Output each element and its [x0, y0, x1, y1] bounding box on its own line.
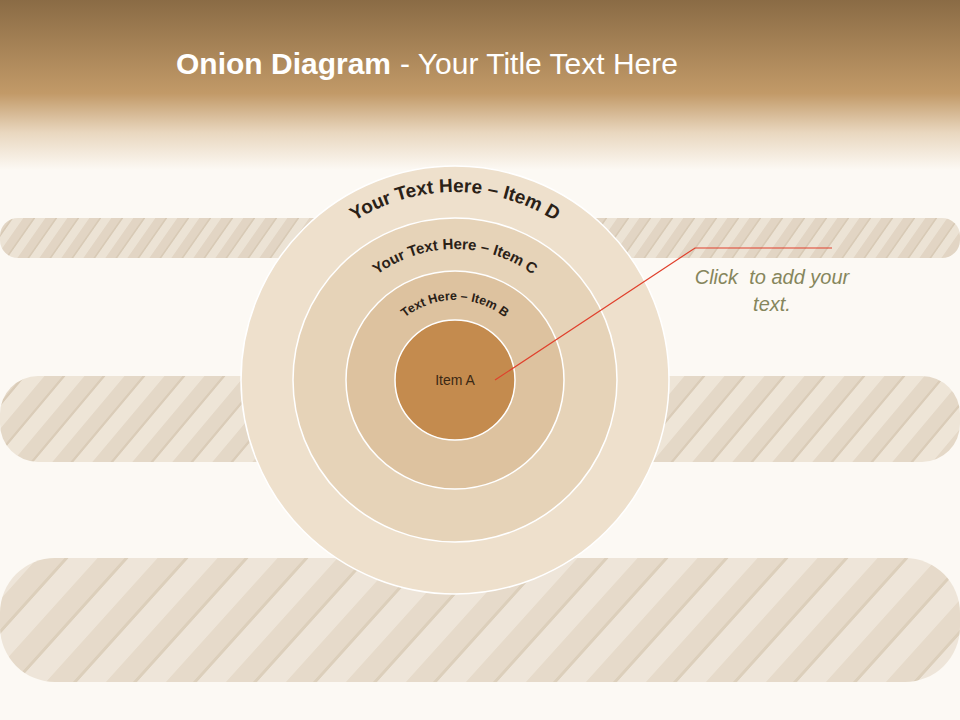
ring-label: Your Text Here – Item D	[346, 175, 564, 224]
title-subtext: - Your Title Text Here	[400, 47, 678, 80]
ring-circle	[293, 218, 617, 542]
ring-label: Text Here – Item B	[398, 289, 511, 320]
onion-ring: Your Text Here – Item CText Here – Item …	[292, 217, 618, 543]
leader-line	[495, 248, 832, 380]
onion-ring: Text Here – Item B Item A	[345, 270, 565, 490]
ring-circle	[241, 166, 669, 594]
callout-text: Click to add your text.	[695, 266, 855, 315]
ring-label-text: Your Text Here – Item D	[346, 175, 564, 224]
onion-ring: Item A	[394, 319, 516, 441]
core-label: Item A	[435, 372, 475, 388]
ring-circle	[346, 271, 564, 489]
title-row: Onion Diagram - Your Title Text Here	[176, 47, 678, 81]
ring-circle	[395, 320, 515, 440]
onion-ring: Your Text Here – Item DYour Text Here – …	[240, 165, 670, 595]
title: Onion Diagram	[176, 47, 391, 80]
ring-label-text: Text Here – Item B	[398, 289, 511, 320]
callout-text: Click to add your text.	[692, 264, 852, 318]
